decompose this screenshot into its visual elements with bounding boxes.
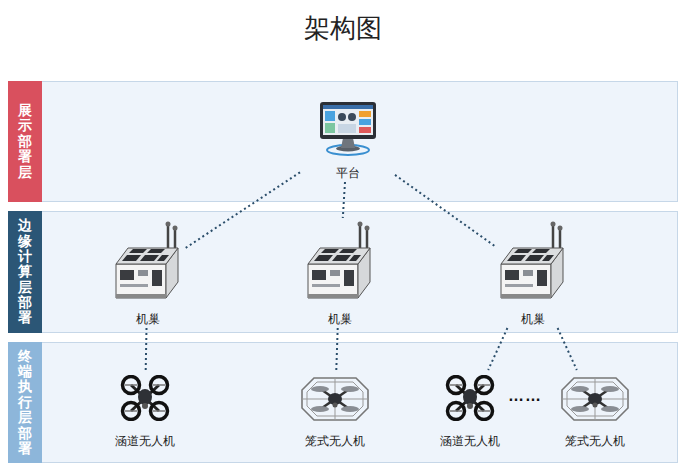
device-label: 机巢 <box>328 311 352 328</box>
drone-node: 涵道无人机 <box>430 370 510 450</box>
device-label: 笼式无人机 <box>565 433 625 450</box>
band-panel <box>8 81 678 202</box>
drone-node: 涵道无人机 <box>105 370 185 450</box>
device-label: 机巢 <box>136 311 160 328</box>
nest-node: 机巢 <box>302 218 377 328</box>
band-label-wrap: 展示部署层 <box>8 81 42 202</box>
device-label: 平台 <box>336 165 360 182</box>
drone-node: 笼式无人机 <box>295 370 375 450</box>
layer-band: 边缘计算层部署机巢 机巢 机巢 <box>8 211 678 333</box>
dotted-connector <box>488 328 507 370</box>
dotted-connector <box>558 328 577 370</box>
band-label: 边缘计算层部署 <box>18 218 32 326</box>
layer-band: 终端执行层部署涵道无人机 笼式无人机 涵道无人机 笼式无人机 <box>8 342 678 463</box>
band-label-wrap: 终端执行层部署 <box>8 342 42 463</box>
device-label: 涵道无人机 <box>440 433 500 450</box>
device-label: 笼式无人机 <box>305 433 365 450</box>
dotted-connector <box>336 328 337 370</box>
band-label-wrap: 边缘计算层部署 <box>8 211 42 333</box>
dotted-connector <box>185 172 300 248</box>
device-label: 机巢 <box>521 311 545 328</box>
band-label: 终端执行层部署 <box>18 349 32 457</box>
dotted-connector <box>343 182 345 218</box>
nest-node: 机巢 <box>110 218 185 328</box>
nest-node: 机巢 <box>495 218 570 328</box>
dotted-connector <box>395 175 495 246</box>
layer-band: 展示部署层平台 <box>8 81 678 202</box>
device-label: 涵道无人机 <box>115 433 175 450</box>
dotted-connector <box>145 328 148 370</box>
platform-node: 平台 <box>300 100 395 182</box>
drone-node: 笼式无人机 <box>555 370 635 450</box>
ellipsis-label: …… <box>508 387 542 405</box>
diagram-title: 架构图 <box>0 10 685 46</box>
band-label: 展示部署层 <box>18 103 32 180</box>
